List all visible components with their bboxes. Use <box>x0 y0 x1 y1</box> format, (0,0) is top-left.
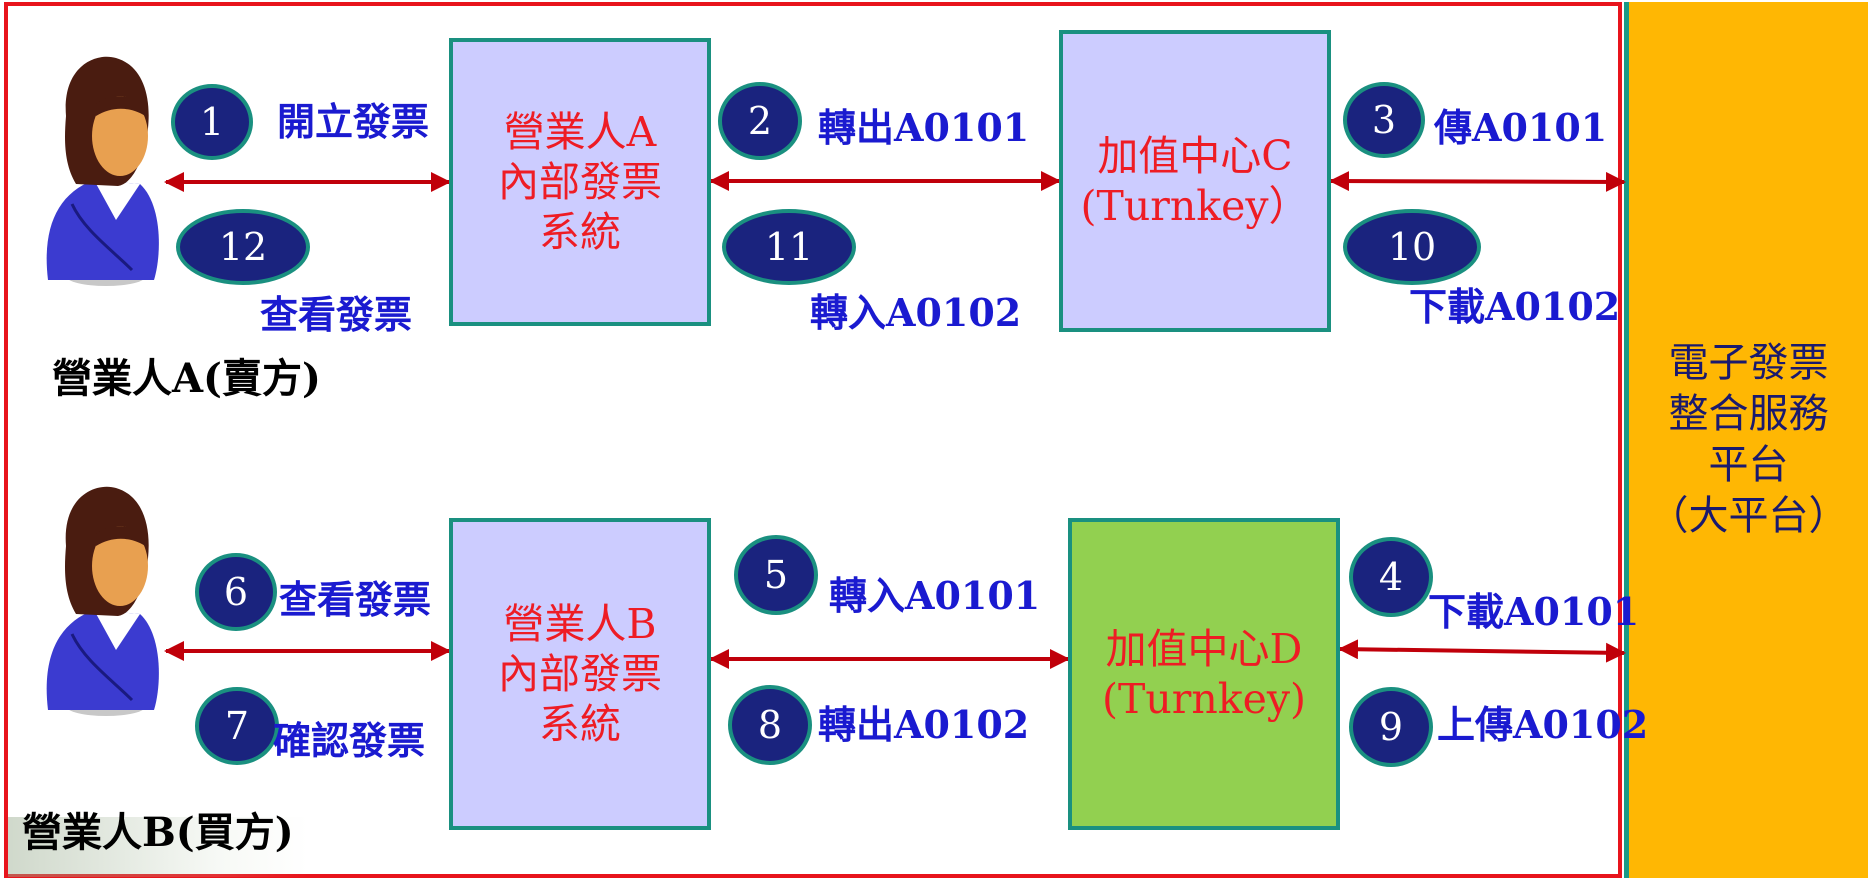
e-invoice-platform: 電子發票 整合服務 平台 （大平台） <box>1624 2 1868 878</box>
arrow-c-platform <box>1329 171 1626 192</box>
buyer-person-icon <box>46 486 159 716</box>
step-label-4: 下載A0101 <box>1428 589 1640 634</box>
background-scenery <box>8 817 308 877</box>
step-label-9: 上傳A0102 <box>1437 702 1649 747</box>
value-center-c-box: 加值中心C (Turnkey） <box>1059 30 1331 332</box>
value-center-d-label: 加值中心D (Turnkey) <box>1101 625 1307 723</box>
platform-line: 平台 <box>1708 442 1789 488</box>
step-label-5: 轉入A0101 <box>829 573 1041 618</box>
step-label-11: 轉入A0102 <box>810 290 1022 335</box>
seller-invoice-system-label: 營業人A 內部發票 系統 <box>498 108 662 256</box>
step-badge-1: 1 <box>171 84 253 160</box>
flow-frame <box>4 2 1622 878</box>
platform-line: 電子發票 <box>1668 340 1829 386</box>
step-badge-9: 9 <box>1349 687 1433 767</box>
step-badge-4: 4 <box>1349 537 1433 617</box>
step-label-7: 確認發票 <box>273 718 426 763</box>
buyer-invoice-system-label: 營業人B 內部發票 系統 <box>498 600 662 748</box>
step-badge-2: 2 <box>718 82 802 160</box>
step-label-6: 查看發票 <box>279 577 432 622</box>
platform-label: 電子發票 整合服務 平台 （大平台） <box>1649 338 1849 542</box>
step-label-8: 轉出A0102 <box>818 702 1030 747</box>
buyer-label: 營業人B(買方) <box>22 809 294 856</box>
seller-person-icon <box>46 56 159 286</box>
step-label-10: 下載A0102 <box>1409 284 1621 329</box>
arrow-d-platform <box>1338 639 1626 663</box>
step-label-12: 查看發票 <box>260 292 413 337</box>
buyer-invoice-system-box: 營業人B 內部發票 系統 <box>449 518 711 830</box>
step-badge-11: 11 <box>722 209 856 285</box>
step-badge-12: 12 <box>176 209 310 285</box>
platform-line: 整合服務 <box>1668 391 1829 437</box>
step-label-3: 傳A0101 <box>1434 105 1608 150</box>
step-label-1: 開立發票 <box>277 99 430 144</box>
value-center-c-label: 加值中心C (Turnkey） <box>1080 132 1310 230</box>
seller-label: 營業人A(賣方) <box>52 355 321 402</box>
step-label-2: 轉出A0101 <box>818 105 1030 150</box>
platform-line: （大平台） <box>1648 493 1849 539</box>
step-badge-6: 6 <box>195 553 277 631</box>
step-badge-5: 5 <box>734 535 818 615</box>
step-badge-3: 3 <box>1343 82 1425 158</box>
value-center-d-box: 加值中心D (Turnkey) <box>1068 518 1340 830</box>
step-badge-10: 10 <box>1343 209 1481 285</box>
step-badge-8: 8 <box>728 685 812 765</box>
step-badge-7: 7 <box>195 687 279 765</box>
seller-invoice-system-box: 營業人A 內部發票 系統 <box>449 38 711 326</box>
